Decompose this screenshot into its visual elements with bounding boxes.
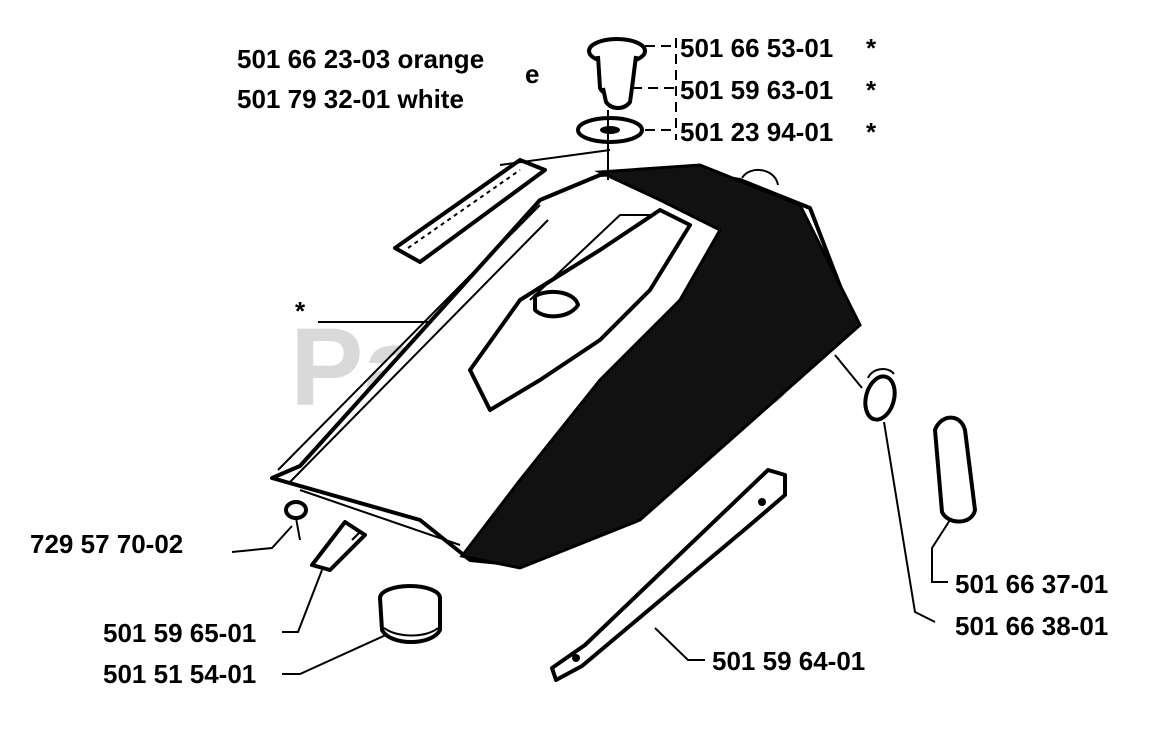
label-decal-orange: 501 66 23-03 orange	[237, 44, 484, 74]
label-decal-white: 501 79 32-01 white	[237, 84, 464, 114]
cylinder-cover	[270, 163, 862, 570]
screw-part	[284, 500, 308, 541]
label-cap-star: *	[866, 33, 877, 63]
clip-part	[310, 520, 367, 572]
label-filter: 501 66 37-01	[955, 569, 1108, 599]
label-washer1-star: *	[866, 75, 877, 105]
cap-part	[587, 37, 647, 110]
ring-part	[863, 368, 897, 422]
label-ring: 501 66 38-01	[955, 611, 1108, 641]
knob-part	[378, 584, 442, 644]
label-washer2: 501 23 94-01	[680, 117, 833, 147]
label-screw: 729 57 70-02	[30, 529, 183, 559]
label-washer1: 501 59 63-01	[680, 75, 833, 105]
label-washer2-star: *	[866, 117, 877, 147]
filter-part	[933, 415, 977, 524]
label-rail: 501 59 64-01	[712, 646, 865, 676]
rail-part	[550, 468, 787, 682]
label-clip: 501 59 65-01	[103, 618, 256, 648]
label-decal-e: e	[525, 59, 539, 89]
label-cap: 501 66 53-01	[680, 33, 833, 63]
label-knob: 501 51 54-01	[103, 659, 256, 689]
label-cover-star: *	[295, 296, 306, 326]
leader-lines	[231, 38, 951, 675]
decal-strip	[393, 158, 547, 264]
washer-part	[576, 116, 644, 144]
